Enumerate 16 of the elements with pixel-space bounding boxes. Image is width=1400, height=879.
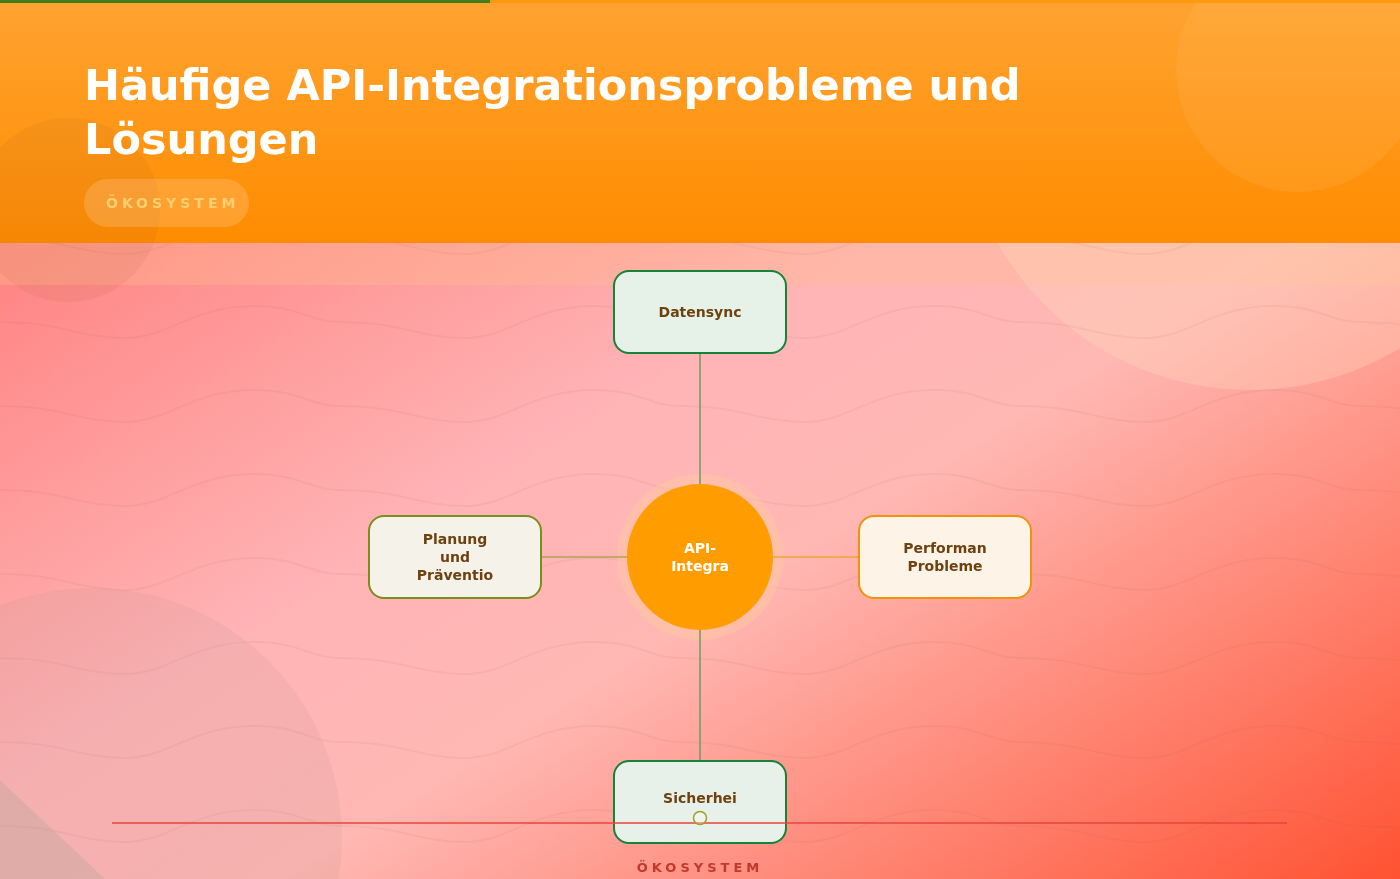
topic-box bbox=[368, 515, 542, 599]
node-label: Sicherhei bbox=[663, 789, 737, 807]
node-label: Planung und Präventio bbox=[415, 530, 495, 584]
footer-label: ÖKOSYSTEM bbox=[636, 859, 764, 877]
connector-line bbox=[699, 353, 701, 485]
node-label: API- Integra bbox=[670, 539, 730, 575]
connector-line bbox=[699, 629, 701, 761]
category-tag: ÖKOSYSTEM bbox=[84, 179, 250, 227]
connector-line bbox=[772, 556, 859, 558]
title: Häufige API-Integrationsprobleme und Lösungen bbox=[84, 59, 1022, 166]
topic-box bbox=[613, 760, 787, 844]
topic-box bbox=[858, 515, 1032, 599]
connector-line bbox=[541, 556, 628, 558]
node-label: Datensync bbox=[658, 303, 742, 321]
node-label: Performan Probleme bbox=[902, 539, 988, 575]
topic-box bbox=[613, 270, 787, 354]
